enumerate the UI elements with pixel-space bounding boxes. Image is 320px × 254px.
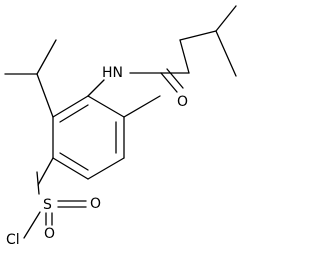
ch2-to-ch-bond <box>179 30 217 41</box>
ch-to-methyl-top-bond <box>215 5 237 32</box>
ring-bond-c6-c1 <box>52 95 89 118</box>
ch-to-methyl-bottom-bond <box>215 30 237 77</box>
carbonyl-to-ch2-bond <box>179 39 190 74</box>
sulfonyl-oxygen-bottom-label: O <box>44 226 55 242</box>
isopropyl-group <box>4 39 57 118</box>
benzene-ring <box>52 95 125 180</box>
chlorine-label: Cl <box>6 232 20 248</box>
ring-bond-c4-c5 <box>52 157 89 180</box>
ring-bond-c1-c2 <box>87 95 125 118</box>
amide-chain <box>87 5 237 97</box>
sulfur-label: S <box>43 197 52 213</box>
s-to-o-top-bond-a <box>36 171 40 195</box>
sulfonyl-chloride-group <box>23 157 87 239</box>
ring-bond-c3-c4 <box>87 157 125 180</box>
carbonyl-oxygen-label: O <box>177 94 188 110</box>
s-to-cl-bond <box>23 211 41 239</box>
sulfonyl-oxygen-top-label: O <box>90 196 101 212</box>
ring-to-s-bond <box>37 157 54 186</box>
amide-nh-label: HN <box>102 65 123 81</box>
ring-to-nh-bond <box>87 79 105 97</box>
isopropyl-bond-ring <box>36 73 54 118</box>
carbonyl-to-o-bond-b <box>166 68 184 89</box>
ring-methyl-bond <box>123 95 161 118</box>
chemical-structure: HN O S O O Cl <box>4 5 237 248</box>
isopropyl-bond-methyl-top <box>36 39 57 75</box>
ring-bond-c4-c5-inner <box>59 152 89 171</box>
ring-bond-c6-c1-inner <box>59 104 89 123</box>
carbonyl-to-o-bond-a <box>160 72 178 93</box>
